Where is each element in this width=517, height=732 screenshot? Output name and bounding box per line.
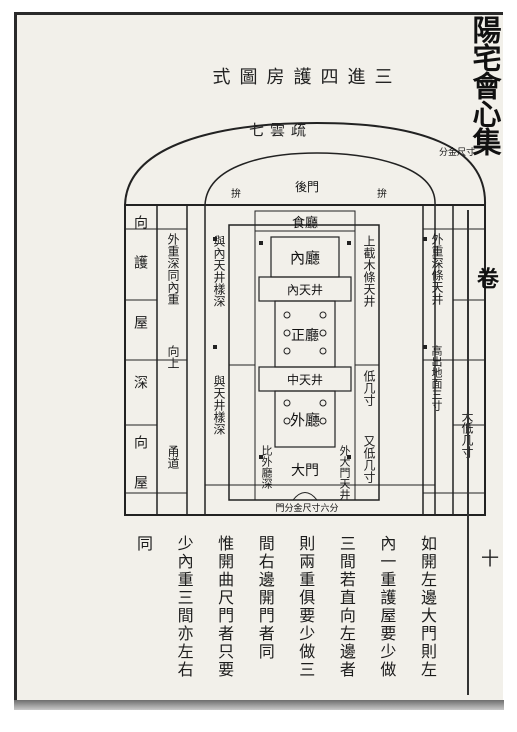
inner-right-label: 外重深條天井 <box>430 233 444 305</box>
inner-courtyard-label: 內天井 <box>287 283 323 297</box>
note-column: 少內重三間亦左右 <box>174 535 194 679</box>
dining-hall-label: 食廳 <box>292 215 318 231</box>
rear-arch <box>124 121 487 206</box>
outer-left-label-5: 向 <box>132 435 148 449</box>
outer-hall-label: 外廳 <box>290 411 320 429</box>
front-right-mid-label: 外大門天井 <box>338 445 351 500</box>
outer-left-label-2: 護 <box>132 255 148 269</box>
note-column: 如開左邊大門則左 <box>417 535 437 679</box>
rear-gate-label: 後門 <box>295 180 319 194</box>
mid-right-label: 高出地面三寸 <box>430 345 443 411</box>
front-left-bottom-label: 甬道 <box>166 445 180 469</box>
wing-room-dividers <box>125 228 485 494</box>
post-markers <box>213 237 427 459</box>
corner-label-left: 拚 <box>231 187 241 200</box>
scan-edge <box>14 700 504 710</box>
outer-left-label-3: 屋 <box>132 315 148 329</box>
note-column: 三間若直向左邊者 <box>336 535 356 679</box>
main-hall-label: 正廳 <box>291 327 319 344</box>
mid-left-label: 向上 <box>166 345 180 369</box>
right-upper-label: 上截木條天井 <box>362 235 376 307</box>
front-gate-arc <box>292 492 318 501</box>
rear-arch-inner <box>204 152 436 206</box>
corner-note-label: 分金尺寸 <box>439 146 475 158</box>
notes-block: 如開左邊大門則左 內一重護屋要少做 三間若直向左邊者 則兩重俱要少做三 間右邊開… <box>134 535 437 700</box>
plan-label: 疏雲七 <box>249 121 313 139</box>
front-left-mid-label: 比外廳深 <box>260 445 273 489</box>
bottom-row-label: 門分金尺寸六分 <box>275 502 338 514</box>
floor-plan-diagram: 後門 拚 拚 食廳 內廳 內天井 正廳 中天井 外廳 大門 門分金尺寸六分 分金… <box>124 121 487 516</box>
outer-left-label-6: 屋 <box>132 475 148 489</box>
note-column: 同 <box>134 535 153 553</box>
note-column: 惟開曲尺門者只要 <box>215 535 235 679</box>
margin-rule <box>467 210 469 695</box>
pillar-circles <box>283 311 327 425</box>
outer-hall-box <box>274 390 336 448</box>
left-upper-label: 與內天井樣深 <box>212 235 226 307</box>
note-column: 內一重護屋要少做 <box>377 535 397 679</box>
right-low-label: 又低几寸 <box>362 435 376 483</box>
book-page: 後門 拚 拚 食廳 內廳 內天井 正廳 中天井 外廳 大門 門分金尺寸六分 分金… <box>14 12 503 704</box>
outer-left-label-4: 深 <box>132 375 148 389</box>
inner-hall-label: 內廳 <box>290 249 320 267</box>
note-column: 間右邊開門者同 <box>255 535 275 661</box>
page-number: 十 <box>478 549 499 567</box>
note-column: 則兩重俱要少做三 <box>296 535 316 679</box>
volume-marker: 卷 <box>473 267 499 289</box>
main-gate-label: 大門 <box>291 463 319 479</box>
inner-left-label: 外重深同內重 <box>166 233 180 305</box>
left-lower-label: 與天井樣深 <box>212 375 226 435</box>
middle-courtyard-label: 中天井 <box>287 372 323 387</box>
outer-left-label-1: 向 <box>132 215 148 229</box>
plan-title: 三進四護房圖式 <box>212 67 402 88</box>
book-title: 陽宅會心集 <box>468 15 502 155</box>
right-mid-label: 低几寸 <box>362 370 376 406</box>
corner-label-right: 拚 <box>377 187 387 200</box>
